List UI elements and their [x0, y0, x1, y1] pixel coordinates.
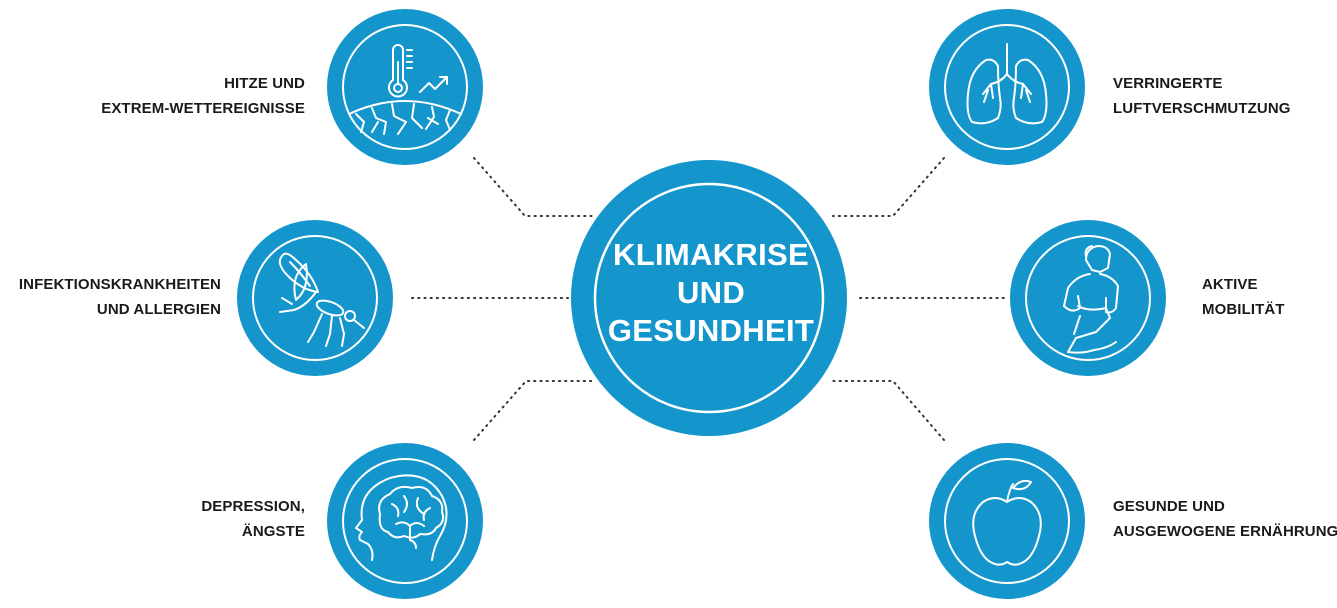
- connector-heat: [473, 157, 595, 217]
- heat-circle: [327, 9, 483, 165]
- mobility-label-line-1: AKTIVE: [1202, 276, 1258, 293]
- mosquito-icon: [278, 252, 365, 347]
- depression-ring: [342, 458, 468, 584]
- connector-air: [832, 157, 945, 217]
- infection-label: INFEKTIONSKRANKHEITEN UND ALLERGIEN: [19, 272, 221, 322]
- heat-label-line-2: EXTREM-WETTEREIGNISSE: [101, 100, 305, 117]
- depression-label-line-2: ÄNGSTE: [241, 523, 305, 540]
- connector-depression: [473, 380, 593, 441]
- depression-label: DEPRESSION, ÄNGSTE: [201, 494, 305, 544]
- center-node: [571, 160, 847, 436]
- infection-label-line-1: INFEKTIONSKRANKHEITEN: [18, 276, 221, 293]
- nutrition-circle: [929, 443, 1085, 599]
- center-ring: [593, 182, 825, 414]
- person-walking-icon: [1063, 245, 1119, 354]
- center-title-line-1: KLIMAKRISE: [613, 237, 809, 272]
- air-circle: [929, 9, 1085, 165]
- heat-ring: [342, 24, 468, 150]
- connector-nutrition: [832, 380, 945, 441]
- air-label-line-2: LUFTVERSCHMUTZUNG: [1113, 100, 1291, 117]
- center-title-line-2: UND: [676, 275, 746, 310]
- mobility-label: AKTIVE MOBILITÄT: [1202, 272, 1285, 322]
- mobility-label-line-2: MOBILITÄT: [1202, 301, 1285, 318]
- connectors: [411, 157, 1009, 441]
- brain-head-icon: [355, 474, 448, 561]
- heat-label: HITZE UND EXTREM-WETTEREIGNISSE: [101, 71, 305, 121]
- nutrition-node: [929, 443, 1085, 599]
- lungs-icon: [966, 43, 1048, 125]
- heat-node: [327, 9, 483, 165]
- air-node: [929, 9, 1085, 165]
- infection-node: [237, 220, 393, 376]
- depression-node: [327, 443, 483, 599]
- infection-label-line-2: UND ALLERGIEN: [96, 301, 221, 318]
- nutrition-label: GESUNDE UND AUSGEWOGENE ERNÄHRUNG: [1113, 494, 1337, 544]
- center-circle: [571, 160, 847, 436]
- infection-ring: [252, 235, 378, 361]
- center-title: KLIMAKRISE UND GESUNDHEIT: [583, 236, 839, 350]
- center-title-line-3: GESUNDHEIT: [607, 313, 815, 348]
- apple-icon: [972, 479, 1042, 566]
- air-label: VERRINGERTE LUFTVERSCHMUTZUNG: [1113, 71, 1291, 121]
- infection-circle: [237, 220, 393, 376]
- mobility-ring: [1025, 235, 1151, 361]
- mobility-node: [1010, 220, 1166, 376]
- heat-label-line-1: HITZE UND: [224, 75, 305, 92]
- mobility-circle: [1010, 220, 1166, 376]
- nutrition-ring: [944, 458, 1070, 584]
- nutrition-label-line-1: GESUNDE UND: [1113, 498, 1225, 515]
- nutrition-label-line-2: AUSGEWOGENE ERNÄHRUNG: [1113, 523, 1337, 540]
- thermometer-cracked-earth-icon: [348, 44, 462, 135]
- depression-circle: [327, 443, 483, 599]
- air-ring: [944, 24, 1070, 150]
- depression-label-line-1: DEPRESSION,: [201, 498, 305, 515]
- air-label-line-1: VERRINGERTE: [1113, 75, 1223, 92]
